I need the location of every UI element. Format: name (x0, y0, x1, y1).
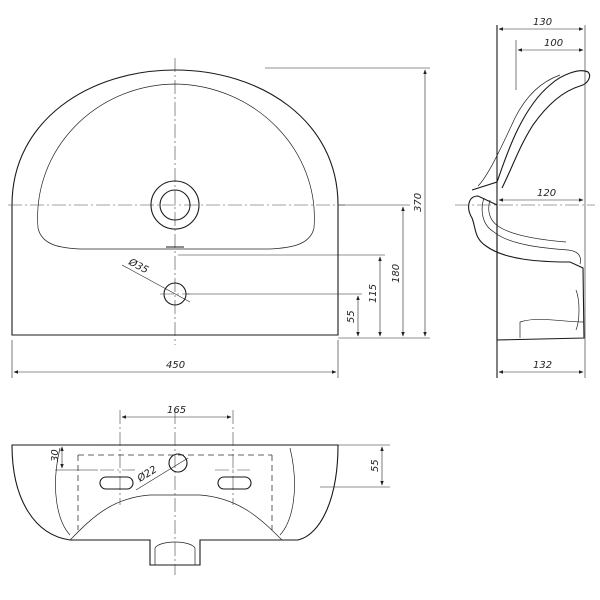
overflow-diameter-label: Ø35 (126, 256, 151, 277)
bowl-inner-line (37, 83, 315, 250)
dim-label-120: 120 (537, 188, 556, 199)
plan-inner-curve (69, 494, 283, 541)
tap-hole-inner (159, 189, 191, 221)
dim-label-130: 130 (533, 17, 552, 28)
plan-tap-hole (168, 453, 188, 473)
dim-label-180: 180 (391, 264, 402, 283)
fixing-slot-left (99, 476, 134, 490)
plan-hidden-lines (77, 454, 273, 530)
dim-label-plan-55: 55 (370, 459, 381, 472)
dim-label-132: 132 (533, 360, 552, 371)
side-bowl-profile (481, 197, 581, 265)
dim-label-370: 370 (413, 193, 424, 212)
side-view: 130 100 120 132 (455, 17, 595, 378)
dim-label-165: 165 (167, 405, 186, 416)
dim-label-30: 30 (50, 449, 61, 462)
tap-hole-outer (150, 180, 200, 230)
plan-hole-diameter-label: Ø22 (134, 463, 159, 485)
front-view: Ø35 370 180 115 55 450 (8, 58, 430, 378)
overflow-diameter-leader (121, 264, 191, 303)
dim-label-55: 55 (346, 310, 357, 323)
dim-label-100: 100 (544, 38, 563, 49)
dim-label-450: 450 (166, 360, 185, 371)
plan-hole-leader (135, 457, 189, 491)
plan-view: Ø22 165 30 55 (11, 405, 390, 575)
side-rim-profile (471, 70, 591, 191)
fixing-slot-right (217, 476, 252, 490)
side-outer-profile (468, 195, 585, 341)
dim-label-115: 115 (368, 284, 379, 303)
